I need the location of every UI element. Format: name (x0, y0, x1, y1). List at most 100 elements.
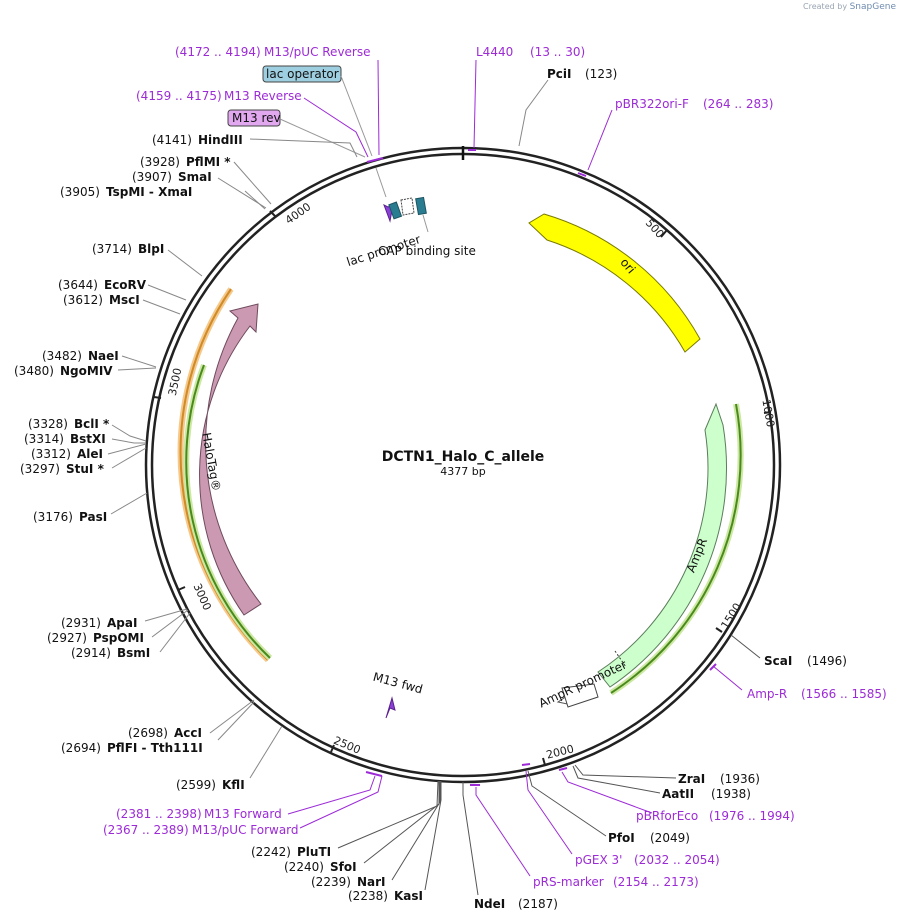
lac-operator-tag[interactable]: lac operator (262, 65, 373, 157)
feature-lac-region[interactable]: lac promoter CAP binding site (345, 167, 476, 269)
leader-ndei (462, 782, 479, 896)
primer-l4440[interactable]: L4440 (476, 45, 513, 59)
leader-ngomiv (117, 367, 157, 371)
primer-pbr322ori[interactable]: pBR322ori-F (615, 97, 689, 111)
leader-ampr (712, 665, 743, 691)
tick-label-4000: 4000 (283, 200, 313, 227)
enzyme-pasi[interactable]: PasI (79, 510, 107, 524)
enzyme-bsmi[interactable]: BsmI (117, 646, 150, 660)
leader-aatii (572, 765, 661, 794)
tick-2000 (542, 757, 546, 766)
ampr-promoter-boundary (614, 650, 627, 668)
m13-rev-tag-leader (279, 118, 366, 158)
tick-label-3500: 3500 (166, 367, 185, 397)
leader-tspmi (244, 190, 266, 210)
enzyme-tspmi[interactable]: TspMI - XmaI (106, 185, 192, 199)
watermark-brand: SnapGene (849, 2, 896, 12)
leader-naei (121, 355, 157, 368)
tick-1500 (715, 627, 723, 633)
halotag-orf-inner (185, 364, 271, 659)
enzyme-ecorv[interactable]: EcoRV (104, 278, 147, 292)
enzyme-ngomiv[interactable]: NgoMIV (60, 364, 113, 378)
enzyme-smai-pos: (3907) (132, 170, 172, 184)
leader-acci (209, 699, 255, 734)
leader-pflfi (217, 701, 255, 741)
enzyme-pcii[interactable]: PciI (547, 67, 572, 81)
enzyme-smai[interactable]: SmaI (178, 170, 212, 184)
snapgene-watermark: Created by SnapGene (803, 2, 896, 12)
enzyme-msci-pos: (3612) (63, 293, 103, 307)
enzyme-pflmi[interactable]: PflMI * (186, 155, 231, 169)
enzyme-bsmi-pos: (2914) (71, 646, 111, 660)
enzyme-blpi[interactable]: BlpI (138, 242, 164, 256)
enzyme-kfli-pos: (2599) (176, 778, 216, 792)
enzyme-aatii-pos: (1938) (711, 787, 751, 801)
enzyme-ndei-pos: (2187) (518, 897, 558, 911)
feature-m13-fwd[interactable]: M13 fwd (371, 670, 424, 719)
enzyme-labels: PciI (123) ScaI (1496) ZraI (1936) AatII… (14, 67, 847, 911)
enzyme-naei[interactable]: NaeI (88, 349, 119, 363)
enzyme-nari[interactable]: NarI (357, 875, 386, 889)
leader-pbr322ori (587, 109, 613, 171)
mark-pbr322ori (577, 172, 587, 177)
primer-pgex[interactable]: pGEX 3' (575, 853, 622, 867)
enzyme-pcii-pos: (123) (585, 67, 617, 81)
primer-m13forward-range: (2381 .. 2398) (116, 807, 202, 821)
primer-pbrforeco[interactable]: pBRforEco (636, 809, 698, 823)
tick-3500 (153, 396, 162, 399)
m13-rev-tag[interactable]: M13 rev (227, 109, 366, 158)
enzyme-pfoi[interactable]: PfoI (608, 831, 635, 845)
primer-ampr-range: (1566 .. 1585) (801, 687, 887, 701)
m13-fwd-label: M13 fwd (371, 670, 424, 697)
primer-m13puc-fwd-range: (2367 .. 2389) (103, 823, 189, 837)
enzyme-pfoi-pos: (2049) (650, 831, 690, 845)
enzyme-sfoi-pos: (2240) (284, 860, 324, 874)
enzyme-zrai[interactable]: ZraI (678, 772, 705, 786)
ampr-arrow (597, 402, 728, 688)
enzyme-kasi[interactable]: KasI (394, 889, 423, 903)
lac-promoter-box (400, 197, 415, 216)
lac-operator-label: lac operator (266, 67, 339, 81)
mark-m13-forward (365, 771, 383, 777)
enzyme-bcli-pos: (3328) (28, 417, 68, 431)
enzyme-alei[interactable]: AleI (77, 447, 103, 461)
m13-rev-label: M13 rev (232, 111, 281, 125)
enzyme-hindiii[interactable]: HindIII (198, 133, 243, 147)
enzyme-kasi-pos: (2238) (348, 889, 388, 903)
enzyme-kfli[interactable]: KflI (222, 778, 245, 792)
enzyme-bstxi[interactable]: BstXI (70, 432, 106, 446)
enzyme-ndei[interactable]: NdeI (474, 897, 505, 911)
enzyme-pluti-pos: (2242) (251, 845, 291, 859)
m13-fwd-arrow (385, 696, 396, 719)
enzyme-apai[interactable]: ApaI (107, 616, 137, 630)
enzyme-bcli[interactable]: BclI * (74, 417, 110, 431)
leader-smai (217, 177, 267, 209)
tick-1000 (763, 411, 772, 414)
enzyme-acci[interactable]: AccI (174, 726, 202, 740)
feature-halotag[interactable]: HaloTag® (177, 287, 273, 663)
enzyme-sfoi[interactable]: SfoI (330, 860, 357, 874)
leader-m13-forward (287, 775, 376, 815)
leader-kfli (249, 725, 283, 779)
enzyme-scai[interactable]: ScaI (764, 654, 792, 668)
enzyme-msci[interactable]: MscI (109, 293, 140, 307)
primer-m13puc-fwd[interactable]: M13/pUC Forward (192, 823, 299, 837)
enzyme-pluti[interactable]: PluTI (297, 845, 331, 859)
enzyme-stui[interactable]: StuI * (66, 462, 105, 476)
leader-pfoi (527, 770, 607, 837)
leader-nari (391, 781, 441, 881)
enzyme-stui-pos: (3297) (20, 462, 60, 476)
tick-label-2000: 2000 (545, 742, 575, 761)
primer-m13forward[interactable]: M13 Forward (204, 807, 282, 821)
primer-prs[interactable]: pRS-marker (533, 875, 604, 889)
enzyme-pflfi[interactable]: PflFI - Tth111I (107, 741, 203, 755)
primer-m13puc-rev[interactable]: M13/pUC Reverse (264, 45, 371, 59)
enzyme-aatii[interactable]: AatII (662, 787, 694, 801)
leader-pcii (518, 79, 549, 147)
primer-ampr[interactable]: Amp-R (747, 687, 787, 701)
enzyme-pspomi[interactable]: PspOMI (93, 631, 144, 645)
feature-ori[interactable]: ori (528, 213, 701, 353)
primer-m13reverse[interactable]: M13 Reverse (224, 89, 302, 103)
primer-labels: L4440 (13 .. 30) pBR322ori-F (264 .. 283… (103, 45, 887, 889)
